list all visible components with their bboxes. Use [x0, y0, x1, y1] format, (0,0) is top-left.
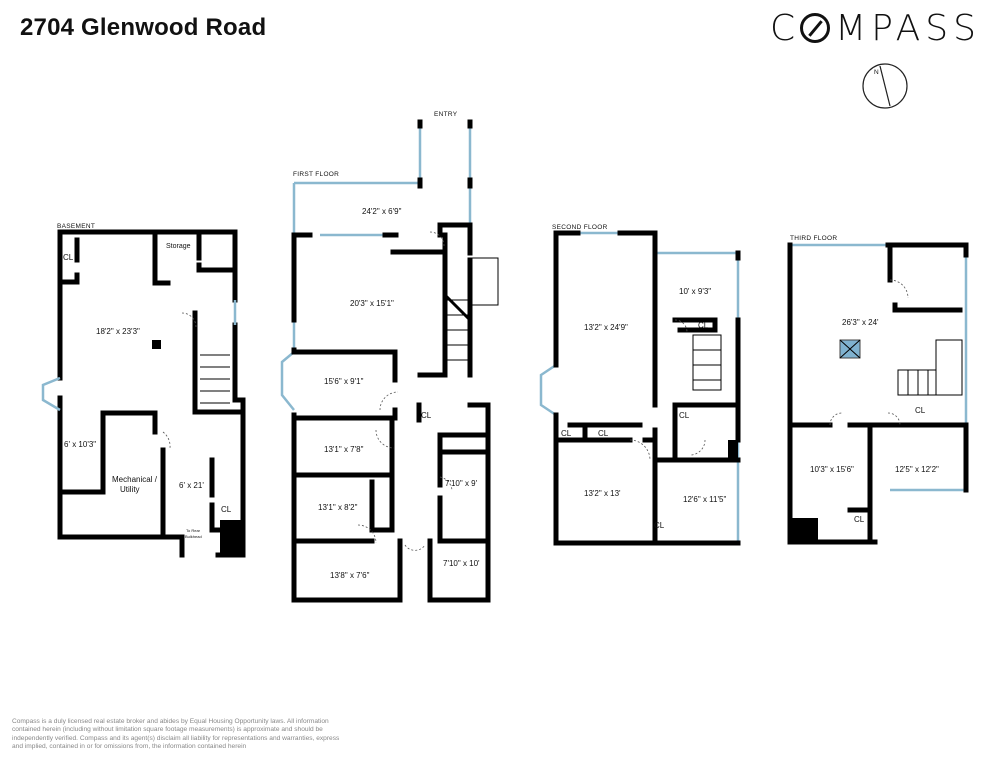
- room-label: 20'3" x 15'1": [350, 299, 394, 308]
- room-label: THIRD FLOOR: [790, 235, 837, 242]
- room-label: 10' x 9'3": [679, 287, 711, 296]
- room-label: CL: [561, 429, 572, 438]
- room-label: 15'6" x 9'1": [324, 377, 364, 386]
- north-arrow-icon: N: [862, 63, 908, 109]
- room-label: 13'1" x 8'2": [318, 503, 358, 512]
- room-label: 26'3" x 24': [842, 318, 879, 327]
- room-label: 12'6" x 11'5": [683, 495, 726, 504]
- room-label: CL: [221, 505, 232, 514]
- room-label: Storage: [166, 243, 191, 250]
- room-label: 24'2" x 6'9": [362, 207, 402, 216]
- room-label: Mechanical /: [112, 475, 158, 484]
- room-label: 6' x 10'3": [64, 440, 96, 449]
- room-label: Utility: [120, 485, 140, 494]
- room-label: CL: [598, 429, 609, 438]
- property-address-title: 2704 Glenwood Road: [20, 14, 267, 41]
- svg-text:N: N: [874, 69, 879, 76]
- second-floor-plan: SECOND FLOOR 13'2" x 24'9" 10' x 9'3" 13…: [539, 224, 741, 546]
- room-label: CL: [854, 515, 865, 524]
- room-label: CL: [421, 411, 432, 420]
- room-label: 13'8" x 7'6": [330, 571, 370, 580]
- room-label: CL: [915, 406, 926, 415]
- floor-label-basement: BASEMENT: [57, 223, 95, 230]
- first-floor-plan: FIRST FLOOR ENTRY 24'2" x 6'9" 20'3" x 1…: [280, 111, 499, 603]
- room-label: CL: [63, 253, 74, 262]
- room-label: FIRST FLOOR: [293, 171, 339, 178]
- room-label: CL: [654, 521, 665, 530]
- room-label: 7'10" x 9': [445, 479, 478, 488]
- room-label: 10'3" x 15'6": [810, 465, 854, 474]
- room-label: To Rear: [186, 528, 201, 533]
- room-label: 12'5" x 12'2": [895, 465, 939, 474]
- room-label: ENTRY: [434, 111, 458, 118]
- room-label: CL: [698, 321, 709, 330]
- room-label: 13'2" x 13': [584, 489, 621, 498]
- basement-plan: BASEMENT CL Storage 18'2" x 23'3" 6' x 1…: [41, 223, 246, 558]
- legal-disclaimer: Compass is a duly licensed real estate b…: [12, 718, 340, 751]
- room-label: 7'10" x 10': [443, 559, 480, 568]
- room-label: CL: [679, 411, 690, 420]
- third-floor-plan: THIRD FLOOR 26'3" x 24' 10'3" x 15'6" 12…: [787, 235, 969, 545]
- room-label: 13'1" x 7'8": [324, 445, 364, 454]
- room-label: 13'2" x 24'9": [584, 323, 628, 332]
- room-label: SECOND FLOOR: [552, 224, 608, 231]
- room-label: Bulkhead: [185, 534, 202, 539]
- room-label: 6' x 21': [179, 481, 204, 490]
- room-label: 18'2" x 23'3": [96, 327, 140, 336]
